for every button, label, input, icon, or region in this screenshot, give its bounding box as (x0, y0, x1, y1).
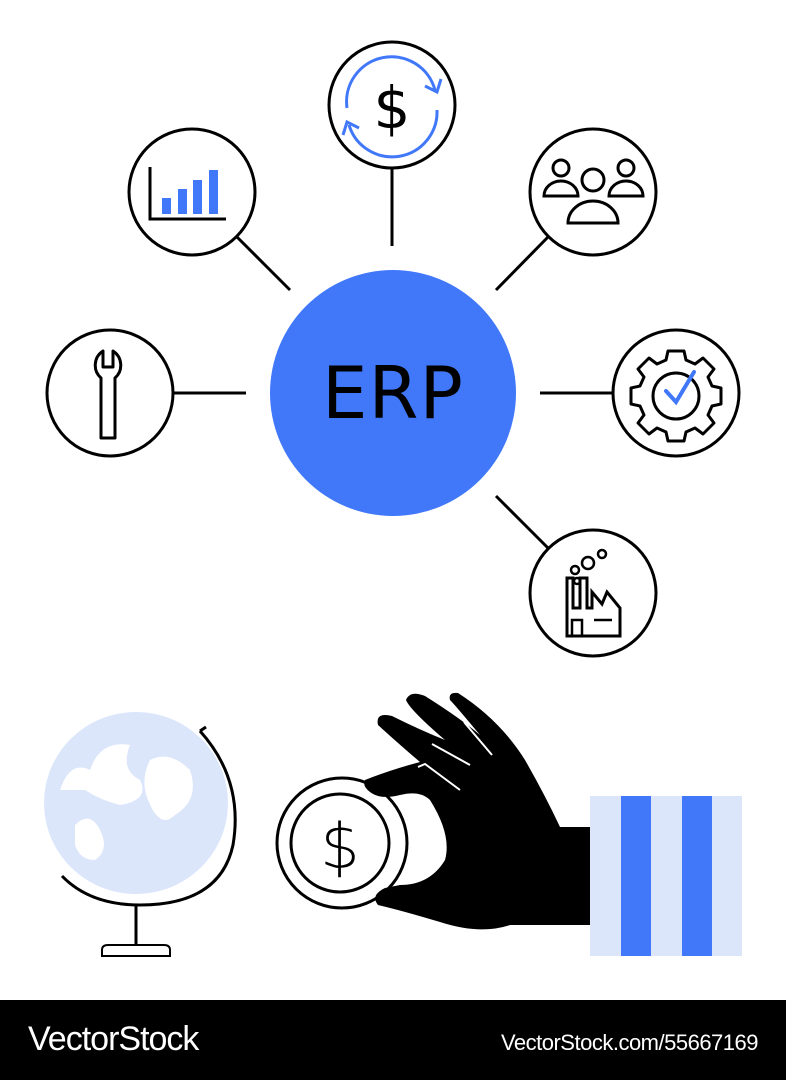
team-icon (528, 127, 658, 257)
wrench-icon (45, 328, 175, 458)
brand-logo-text: VectorStock (28, 1020, 199, 1058)
erp-center-circle (270, 270, 516, 516)
svg-text:$: $ (320, 810, 359, 883)
connector-lines (172, 168, 614, 550)
factory-icon (528, 528, 658, 658)
hand-icon (364, 692, 590, 930)
erp-center-label: ERP (322, 351, 464, 435)
dollar-coin-icon: $ (275, 776, 409, 910)
gear-check-icon (611, 328, 741, 458)
striped-sleeve (590, 796, 742, 956)
currency-exchange-icon: $ (327, 40, 457, 170)
image-url-text: VectorStock.com/55667169 (500, 1030, 759, 1055)
watermark-footer: VectorStock VectorStock.com/55667169 (0, 1000, 786, 1080)
globe-icon (44, 712, 237, 957)
bar-chart-icon (127, 127, 257, 257)
erp-illustration: $ (44, 40, 742, 957)
svg-text:$: $ (374, 74, 411, 142)
